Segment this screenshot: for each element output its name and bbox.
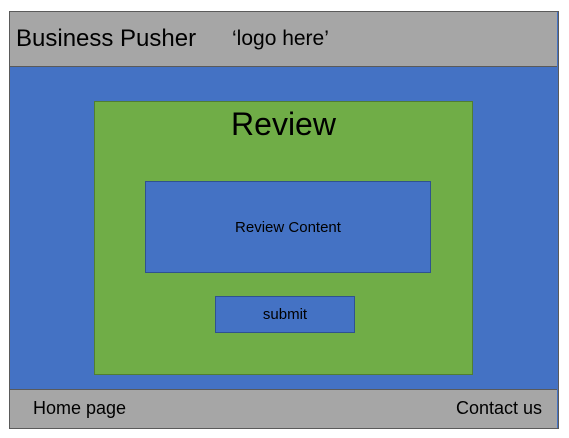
review-content-field[interactable]: Review Content xyxy=(145,181,431,273)
contact-us-link[interactable]: Contact us xyxy=(455,398,542,418)
site-brand: Business Pusher xyxy=(16,25,197,52)
logo-placeholder: ‘logo here’ xyxy=(232,27,329,50)
review-panel: Review Review Content submit xyxy=(94,101,473,375)
header-bar: Business Pusher ‘logo here’ xyxy=(10,12,557,67)
review-title: Review xyxy=(231,106,336,142)
review-content-label: Review Content xyxy=(235,218,341,236)
page-frame: Business Pusher ‘logo here’ Review Revie… xyxy=(9,11,559,429)
submit-button-label: submit xyxy=(262,306,308,323)
home-page-link[interactable]: Home page xyxy=(33,398,127,418)
submit-button[interactable]: submit xyxy=(215,296,355,333)
footer-bar: Home page Contact us xyxy=(10,389,557,428)
